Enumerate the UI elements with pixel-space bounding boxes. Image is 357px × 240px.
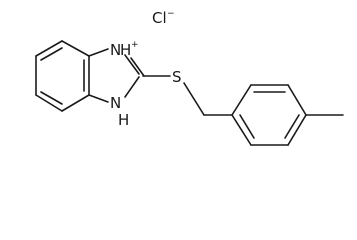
structure-diagram: Cl − N H + N H S bbox=[35, 9, 344, 146]
imidazole-ring bbox=[88, 48, 145, 103]
n-top-symbol: N bbox=[110, 41, 121, 59]
molecule-svg: Cl − N H + N H S bbox=[35, 9, 344, 146]
benzene-ring bbox=[35, 40, 90, 112]
sulfur-symbol: S bbox=[172, 68, 182, 86]
s-ch2-bond bbox=[183, 82, 205, 116]
n-top-charge: + bbox=[131, 40, 139, 50]
chloride-charge: − bbox=[167, 9, 175, 19]
n-bottom-hydrogen: H bbox=[118, 111, 129, 129]
n-top-hydrogen: H bbox=[120, 41, 131, 59]
n-bottom-symbol: N bbox=[110, 94, 121, 112]
chloride-symbol: Cl bbox=[152, 9, 167, 27]
tolyl-ring bbox=[231, 84, 307, 146]
